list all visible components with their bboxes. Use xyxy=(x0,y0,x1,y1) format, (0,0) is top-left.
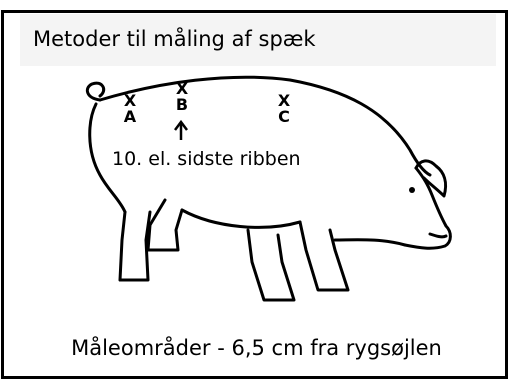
pig-snout-line xyxy=(428,232,448,239)
point-b-label: X B xyxy=(172,81,192,113)
title-band xyxy=(20,14,496,66)
point-a-mark: X xyxy=(123,91,137,110)
point-b-letter: B xyxy=(175,95,189,114)
pig-hind-leg-back xyxy=(118,210,152,282)
pig-body-outline xyxy=(98,75,432,177)
pig-front-leg-back xyxy=(298,220,350,292)
pig-eye xyxy=(409,187,415,193)
point-a-label: X A xyxy=(120,93,140,125)
rib-label: 10. el. sidste ribben xyxy=(112,148,301,170)
rib-arrow xyxy=(174,119,188,140)
pig-tail xyxy=(85,81,106,102)
pig-chest xyxy=(333,238,407,247)
point-a-letter: A xyxy=(123,107,137,126)
point-c-letter: C xyxy=(278,107,290,126)
pig-front-leg-front xyxy=(246,228,296,302)
pig-belly xyxy=(180,208,302,229)
figure-caption: Måleområder - 6,5 cm fra rygsøjlen xyxy=(71,336,442,360)
point-c-mark: X xyxy=(277,91,291,110)
pig-ear xyxy=(414,159,448,198)
point-c-label: X C xyxy=(274,93,294,125)
figure-frame xyxy=(1,10,508,379)
pig-hind-leg-front xyxy=(146,198,184,252)
pig-head xyxy=(403,166,452,250)
figure-title: Metoder til måling af spæk xyxy=(33,27,316,51)
pig-rump xyxy=(88,102,127,214)
point-b-mark: X xyxy=(175,79,189,98)
